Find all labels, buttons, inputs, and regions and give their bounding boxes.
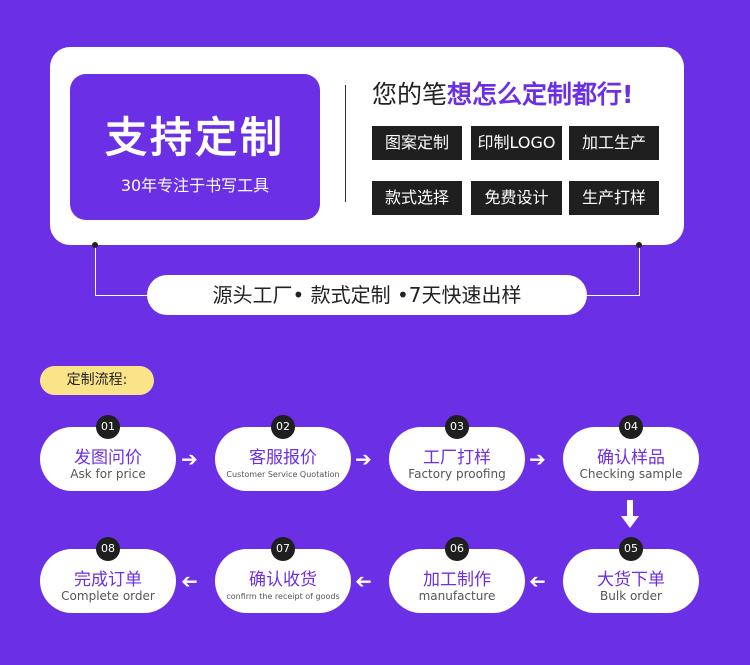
step-subtitle: Complete order — [61, 589, 155, 603]
step-card: 01 发图问价 Ask for price — [40, 415, 176, 491]
step-number: 05 — [619, 537, 643, 561]
step-title: 工厂打样 — [423, 448, 491, 468]
slogan: 您的笔想怎么定制都行! — [372, 75, 633, 111]
slogan-prefix: 您的笔 — [372, 80, 448, 109]
divider — [345, 85, 346, 202]
arrow-left-icon: ➔ — [181, 569, 198, 593]
step-subtitle: Bulk order — [600, 589, 662, 603]
step-card: 05 大货下单 Bulk order — [563, 537, 699, 613]
step-card: 07 确认收货 confirm the receipt of goods — [215, 537, 351, 613]
arrow-right-icon: ➔ — [355, 447, 372, 471]
connector-dot-right — [636, 242, 642, 248]
connector-left — [95, 245, 156, 296]
step-title: 大货下单 — [597, 570, 665, 590]
step-number: 04 — [619, 415, 643, 439]
arrow-down-icon — [621, 500, 639, 530]
step-card: 04 确认样品 Checking sample — [563, 415, 699, 491]
arrow-right-icon: ➔ — [181, 447, 198, 471]
step-title: 确认样品 — [597, 448, 665, 468]
tag-style: 款式选择 — [372, 181, 462, 215]
step-title: 确认收货 — [249, 570, 317, 590]
step-title: 完成订单 — [74, 570, 142, 590]
step-subtitle: confirm the receipt of goods — [226, 592, 340, 601]
tag-logo: 印制LOGO — [471, 126, 562, 160]
step-card: 02 客服报价 Customer Service Quotation — [215, 415, 351, 491]
tag-sample: 生产打样 — [569, 181, 659, 215]
step-title: 发图问价 — [74, 448, 142, 468]
hero-title: 支持定制 — [104, 113, 285, 162]
step-card: 06 加工制作 manufacture — [389, 537, 525, 613]
step-subtitle: manufacture — [418, 589, 496, 603]
step-subtitle: Checking sample — [579, 467, 683, 481]
tag-pattern: 图案定制 — [372, 126, 462, 160]
step-number: 01 — [96, 415, 120, 439]
process-label: 定制流程: — [40, 366, 154, 395]
step-number: 06 — [445, 537, 469, 561]
step-number: 03 — [445, 415, 469, 439]
connector-right — [580, 245, 640, 296]
arrow-left-icon: ➔ — [529, 569, 546, 593]
slogan-highlight: 想怎么定制都行! — [447, 80, 634, 109]
tag-production: 加工生产 — [569, 126, 659, 160]
tag-design: 免费设计 — [471, 181, 562, 215]
hero-box: 支持定制 30年专注于书写工具 — [70, 74, 320, 220]
step-subtitle: Factory proofing — [408, 467, 506, 481]
step-number: 08 — [96, 537, 120, 561]
step-number: 07 — [271, 537, 295, 561]
hero-subtitle: 30年专注于书写工具 — [120, 176, 270, 195]
arrow-right-icon: ➔ — [529, 447, 546, 471]
step-title: 客服报价 — [249, 448, 317, 468]
step-number: 02 — [271, 415, 295, 439]
feature-banner: 源头工厂• 款式定制 •7天快速出样 — [147, 275, 587, 315]
step-card: 03 工厂打样 Factory proofing — [389, 415, 525, 491]
connector-dot-left — [92, 242, 98, 248]
arrow-left-icon: ➔ — [355, 569, 372, 593]
step-card: 08 完成订单 Complete order — [40, 537, 176, 613]
step-subtitle: Customer Service Quotation — [226, 470, 340, 479]
step-title: 加工制作 — [423, 570, 491, 590]
step-subtitle: Ask for price — [70, 467, 146, 481]
